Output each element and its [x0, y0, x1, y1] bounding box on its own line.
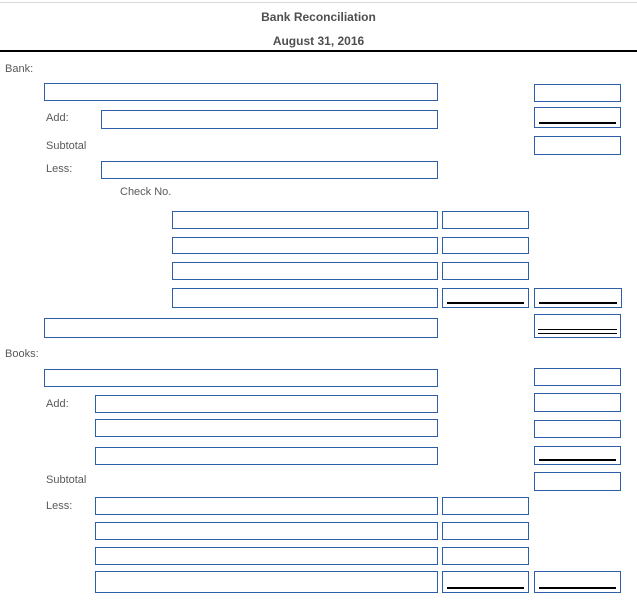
bank-check-3-desc-input[interactable]: [172, 262, 438, 280]
bank-add-amount-cell: [534, 107, 621, 128]
books-add-1-desc-input[interactable]: [95, 395, 438, 413]
books-less-total-cell: [534, 571, 621, 593]
books-less-4-desc-input[interactable]: [95, 571, 438, 593]
bank-check-1-desc-input[interactable]: [172, 211, 438, 229]
bank-balance-amount-input[interactable]: [534, 84, 621, 102]
bank-subtotal-label: Subtotal: [46, 140, 87, 152]
bank-check-1-amount-input[interactable]: [442, 211, 529, 229]
bank-adjusted-total-cell: [534, 314, 621, 338]
bank-add-amount-input[interactable]: [535, 108, 620, 127]
books-less-1-amount-input[interactable]: [442, 497, 529, 515]
check-no-label: Check No.: [120, 186, 172, 198]
books-subtotal-amount-input[interactable]: [534, 472, 621, 491]
bank-subtotal-amount-input[interactable]: [534, 136, 621, 155]
books-add-2-desc-input[interactable]: [95, 419, 438, 437]
books-balance-amount-input[interactable]: [534, 368, 621, 386]
bank-check-3-amount-input[interactable]: [442, 262, 529, 280]
bank-check-4-desc-input[interactable]: [172, 288, 438, 308]
bank-adjusted-total-input[interactable]: [535, 315, 620, 337]
bank-section-label: Bank:: [5, 63, 34, 75]
bank-add-desc-input[interactable]: [101, 110, 438, 129]
books-less-2-desc-input[interactable]: [95, 522, 438, 540]
books-add-3-desc-input[interactable]: [95, 447, 438, 465]
books-less-4-amount-cell: [442, 571, 529, 593]
books-less-total-input[interactable]: [535, 572, 620, 592]
books-less-1-desc-input[interactable]: [95, 497, 438, 515]
books-section-label: Books:: [5, 348, 39, 360]
books-balance-desc-input[interactable]: [44, 369, 438, 387]
books-less-2-amount-input[interactable]: [442, 522, 529, 540]
header-divider: [0, 50, 637, 52]
books-add-2-amount-input[interactable]: [534, 420, 621, 438]
bank-adjusted-desc-input[interactable]: [44, 318, 438, 338]
bank-checks-total-cell: [534, 288, 622, 308]
report-date: August 31, 2016: [272, 34, 365, 48]
bank-check-4-amount-cell: [442, 288, 529, 308]
books-less-3-desc-input[interactable]: [95, 547, 438, 565]
page-title: Bank Reconciliation: [261, 10, 376, 24]
books-less-3-amount-input[interactable]: [442, 547, 529, 565]
books-subtotal-label: Subtotal: [46, 474, 87, 486]
bank-check-2-amount-input[interactable]: [442, 237, 529, 254]
bank-check-2-desc-input[interactable]: [172, 237, 438, 254]
books-add-3-amount-input[interactable]: [535, 447, 620, 464]
bank-add-label: Add:: [46, 112, 69, 124]
books-add-label: Add:: [46, 398, 69, 410]
books-add-1-amount-input[interactable]: [534, 393, 621, 412]
bank-balance-desc-input[interactable]: [44, 83, 438, 101]
bank-less-desc-input[interactable]: [101, 161, 438, 179]
bank-less-label: Less:: [46, 163, 73, 175]
top-divider: [0, 2, 637, 3]
bank-checks-total-input[interactable]: [535, 289, 621, 307]
books-less-label: Less:: [46, 500, 73, 512]
books-add-3-amount-cell: [534, 446, 621, 465]
bank-check-4-amount-input[interactable]: [443, 289, 528, 307]
books-less-4-amount-input[interactable]: [443, 572, 528, 592]
